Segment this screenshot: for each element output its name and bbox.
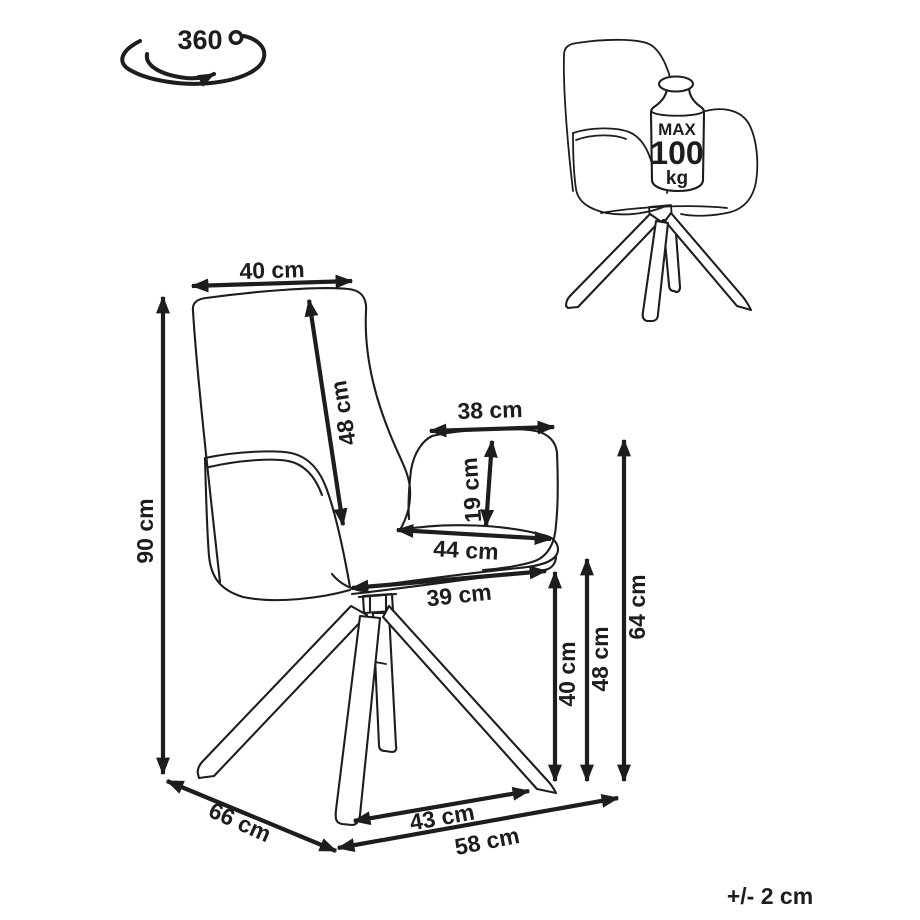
thumb-front-leg (641, 219, 670, 323)
thumb-left-armrest-top (572, 127, 653, 165)
main-chair (191, 287, 560, 827)
thumb-left-leg (564, 212, 662, 310)
column-notch (374, 661, 387, 665)
dim-arrow-seat-depth (395, 524, 553, 545)
dim-armrest-length: 38 cm (428, 396, 556, 438)
load-badge-max: MAX (658, 120, 696, 139)
left-armrest-side (203, 456, 352, 602)
max-load-weight: MAX 100 kg (649, 75, 706, 193)
weight-knob (657, 75, 695, 93)
dim-arrow-armrest-length (428, 420, 556, 438)
dimensions: 40 cm 48 cm 90 cm 38 cm 19 cm 44 cm 39 c… (132, 256, 650, 860)
dim-seat-depth: 44 cm (395, 524, 553, 565)
dim-label-seat-edge-height: 48 cm (587, 626, 613, 691)
degree-symbol: ° (226, 22, 245, 75)
thumb-left-armrest-inner (575, 134, 627, 141)
dim-back-width: 40 cm (190, 256, 354, 293)
dim-seat-edge-height: 48 cm (580, 557, 613, 783)
back-leg (371, 611, 398, 754)
thumbnail-chair: MAX 100 kg (562, 38, 759, 323)
dim-arrow-back-height (304, 298, 348, 527)
dim-arrow-back-width (190, 274, 354, 293)
dim-label-seat-height: 40 cm (554, 641, 580, 706)
load-badge-unit: kg (666, 168, 688, 189)
thumb-right-leg (663, 211, 753, 312)
dim-armrest-height: 64 cm (617, 438, 650, 783)
left-leg (196, 604, 369, 780)
thumb-right-armrest (680, 108, 759, 217)
weight-top-rim (651, 111, 704, 117)
dim-label-seat-depth: 44 cm (433, 535, 499, 564)
dim-arrow-armrest-thickness (480, 439, 498, 528)
tolerance-note: +/- 2 cm (727, 883, 813, 909)
dim-overall-height: 90 cm (132, 295, 170, 776)
right-armrest-inner-edge (407, 434, 434, 521)
load-badge-value: 100 (650, 135, 703, 171)
right-leg (381, 604, 558, 795)
dim-label-back-width: 40 cm (239, 256, 305, 284)
rotation-360-icon: 360 ° (120, 22, 267, 87)
dim-label-armrest-thickness: 19 cm (456, 457, 486, 524)
dim-label-armrest-length: 38 cm (457, 396, 523, 424)
dim-arrow-seat-width (350, 565, 548, 594)
rotation-badge-value: 360 (177, 25, 222, 55)
dim-armrest-thickness: 19 cm (456, 439, 498, 528)
rotation-arrow (144, 52, 216, 87)
dim-label-overall-height: 90 cm (132, 498, 158, 563)
dim-seat-height: 40 cm (548, 570, 580, 783)
dim-arrow-base-width (336, 794, 620, 852)
dim-label-armrest-height: 64 cm (624, 574, 650, 639)
thumb-left-armrest-side (572, 132, 667, 216)
dim-arrow-base-depth (165, 779, 338, 853)
